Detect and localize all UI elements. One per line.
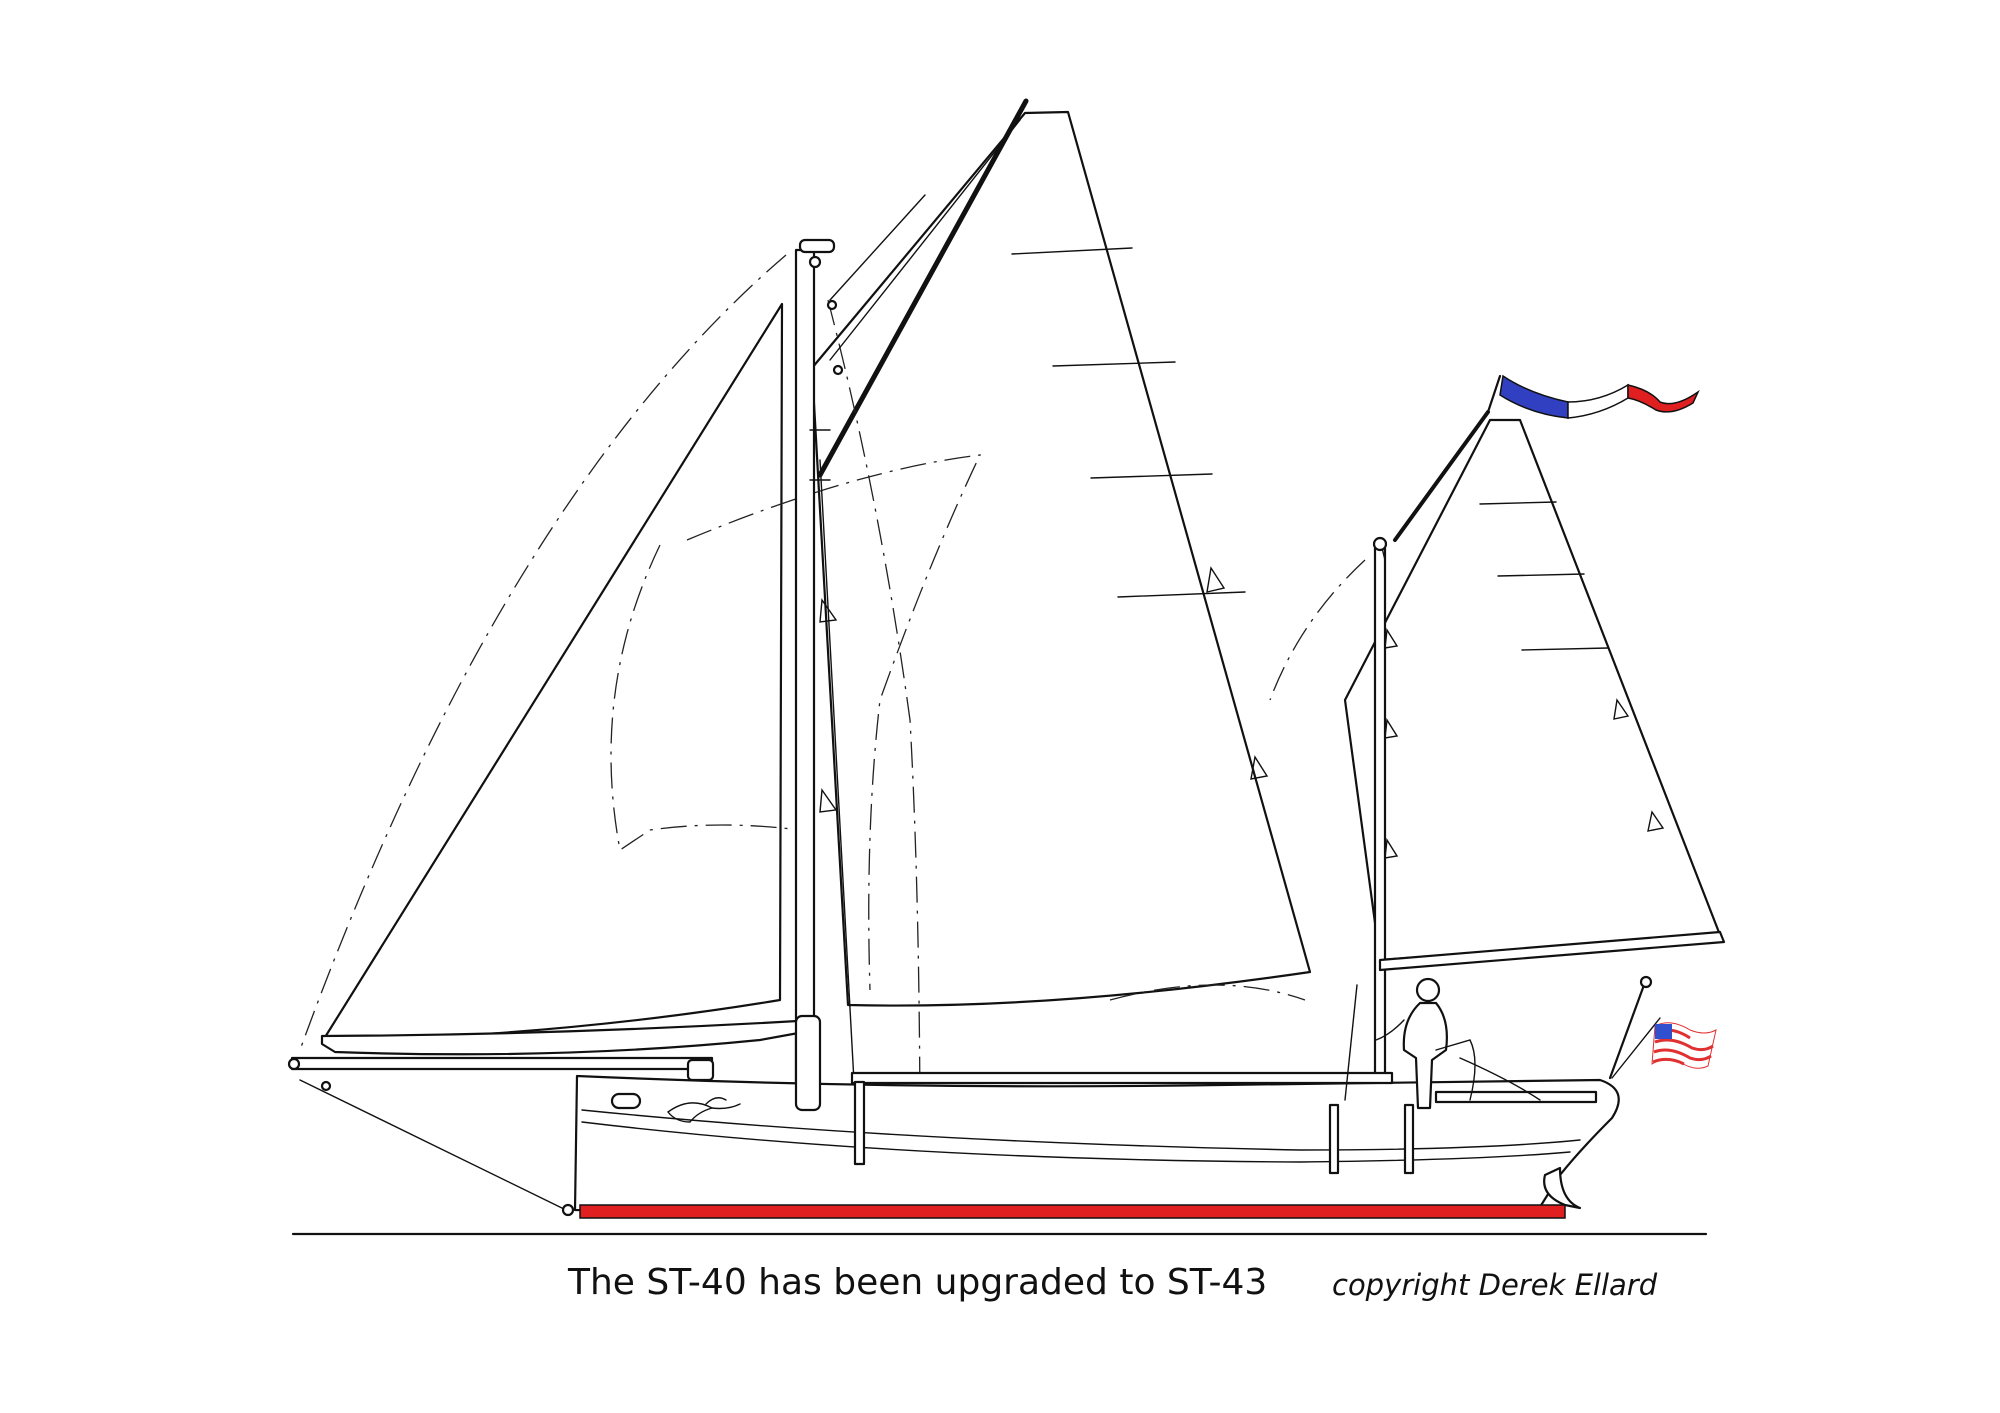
- mizzen-sail: [1343, 418, 1722, 962]
- copyright-credit: copyright Derek Ellard: [1332, 1268, 1658, 1302]
- mizzen-gaff: [1393, 410, 1490, 542]
- helmsman-figure: [1375, 977, 1476, 1110]
- hull: [573, 1074, 1620, 1219]
- bowsprit: [287, 1056, 714, 1217]
- jib: [320, 302, 784, 1044]
- drawing-caption: The ST-40 has been upgraded to ST-43: [568, 1262, 1268, 1303]
- deck-coaming: [850, 1057, 1598, 1104]
- boot-stripe: [579, 1204, 1566, 1219]
- light-sail-outline: [299, 254, 1306, 1151]
- mainsail: [810, 110, 1312, 1007]
- stanchions: [686, 1014, 1415, 1175]
- mizzen-boom: [1378, 930, 1726, 972]
- us-flag-icon: [1611, 1017, 1717, 1079]
- mainmast: [794, 119, 1021, 1102]
- main-gaff: [817, 98, 1029, 478]
- burgee-pennant-icon: [1486, 374, 1700, 419]
- mizzen-mast: [1269, 536, 1399, 1100]
- dolphin-carving-icon: [666, 1097, 741, 1123]
- stern-fittings: [1344, 975, 1653, 1101]
